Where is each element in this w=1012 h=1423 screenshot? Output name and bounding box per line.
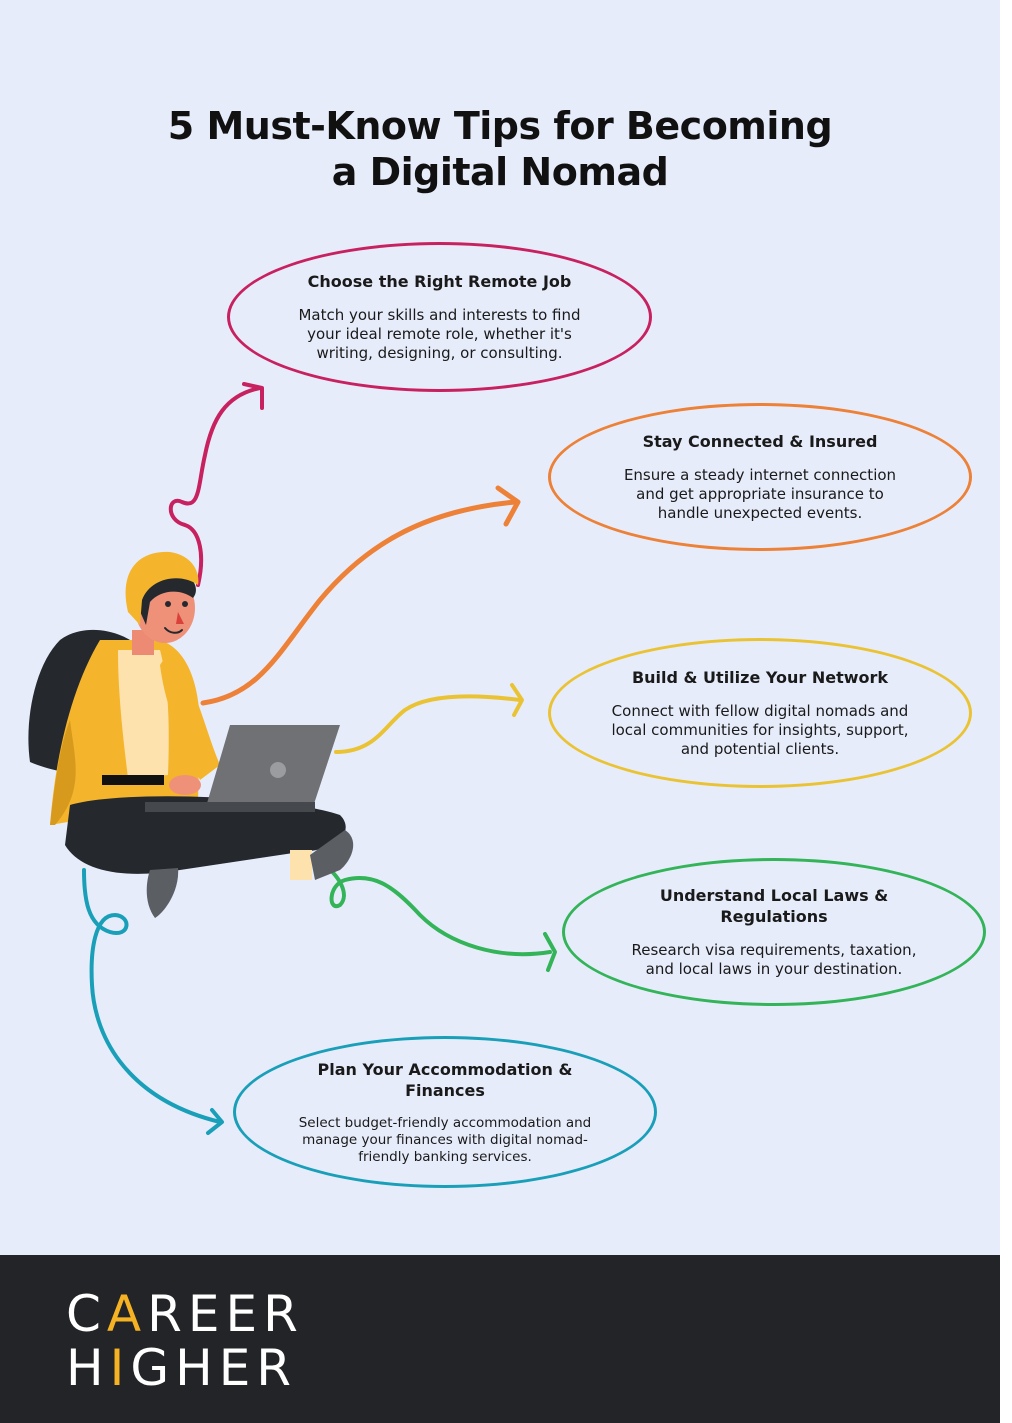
arrowhead-accommodation xyxy=(206,1108,224,1135)
tip-heading: Understand Local Laws & Regulations xyxy=(659,886,889,926)
connector-arrow-connected xyxy=(200,499,518,706)
arrowhead-laws xyxy=(543,932,557,972)
tip-heading: Stay Connected & Insured xyxy=(642,432,878,451)
connector-arrow-laws xyxy=(318,860,552,957)
page-title: 5 Must-Know Tips for Becoming a Digital … xyxy=(100,103,900,195)
tip-heading: Choose the Right Remote Job xyxy=(307,272,572,291)
tip-heading: Build & Utilize Your Network xyxy=(631,668,889,687)
jacket-shade xyxy=(50,720,76,825)
illustration-and-connectors xyxy=(28,382,557,1135)
hand-shape xyxy=(169,775,201,795)
eye-left xyxy=(165,601,171,607)
mouth-shape xyxy=(164,627,183,634)
logo-accent-letter: I xyxy=(109,1339,131,1397)
page-title-line-2: a Digital Nomad xyxy=(331,150,669,195)
arm-shape xyxy=(160,650,220,780)
laptop-base xyxy=(145,802,315,812)
tip-body: Match your skills and interests to find … xyxy=(298,306,581,362)
tip-bubble-accommodation: Plan Your Accommodation & Finances Selec… xyxy=(233,1036,657,1188)
shoe-right xyxy=(310,830,354,880)
tip-body: Connect with fellow digital nomads and l… xyxy=(611,702,909,758)
nomad-illustration xyxy=(28,551,354,918)
page-title-line-1: 5 Must-Know Tips for Becoming xyxy=(167,104,833,149)
connector-arrow-accommodation xyxy=(82,868,222,1124)
sock-right xyxy=(290,850,312,880)
footer-bar: CAREER HIGHER xyxy=(0,1255,1000,1423)
connector-arrow-remote-job xyxy=(168,386,262,587)
tip-body: Select budget-friendly accommodation and… xyxy=(298,1114,592,1165)
nose-shape xyxy=(176,612,184,624)
tip-bubble-laws: Understand Local Laws & Regulations Rese… xyxy=(562,858,986,1006)
beanie-shape xyxy=(125,551,199,625)
logo-text: GHER xyxy=(130,1339,298,1397)
logo-line-1: CAREER xyxy=(66,1287,304,1341)
shirt-shape xyxy=(118,650,169,778)
logo-accent-letter: A xyxy=(106,1285,148,1343)
arrowhead-connected xyxy=(495,485,521,527)
shoe-left xyxy=(146,868,179,918)
eye-right xyxy=(182,601,188,607)
logo-text: C xyxy=(66,1285,107,1343)
tip-body: Research visa requirements, taxation, an… xyxy=(631,941,917,978)
infographic-canvas: 5 Must-Know Tips for Becoming a Digital … xyxy=(0,0,1000,1255)
logo-text: REER xyxy=(147,1285,304,1343)
arrowhead-remote-job xyxy=(242,382,264,410)
tip-bubble-network: Build & Utilize Your Network Connect wit… xyxy=(548,638,972,788)
tip-bubble-connected: Stay Connected & Insured Ensure a steady… xyxy=(548,403,972,551)
logo-line-2: HIGHER xyxy=(66,1341,304,1395)
laptop-logo xyxy=(270,762,286,778)
belt-shape xyxy=(102,775,164,785)
tip-bubble-remote-job: Choose the Right Remote Job Match your s… xyxy=(227,242,652,392)
tip-heading: Plan Your Accommodation & Finances xyxy=(317,1059,573,1100)
legs-shape xyxy=(65,796,346,874)
logo-text: H xyxy=(66,1339,110,1397)
careerhigher-logo: CAREER HIGHER xyxy=(66,1287,304,1395)
tip-body: Ensure a steady internet connection and … xyxy=(623,466,897,522)
connector-arrow-network xyxy=(334,694,522,754)
arrowhead-network xyxy=(510,683,524,717)
